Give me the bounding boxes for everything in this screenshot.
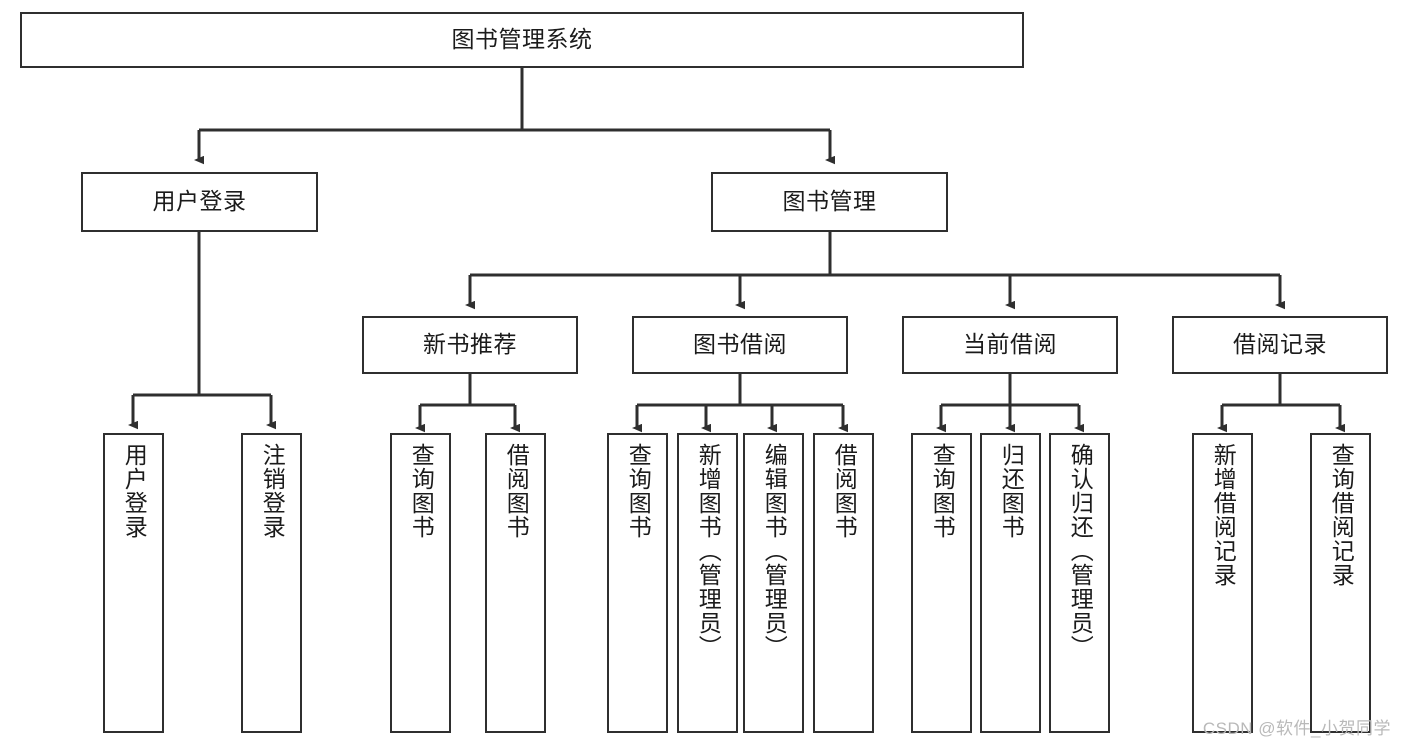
node-borrow-records[interactable]: 借阅记录 [1172,316,1388,374]
leaf-new-books-query[interactable]: 查询图书 [390,433,451,733]
leaf-current-query-book[interactable]: 查询图书 [911,433,972,733]
leaf-borrow-edit-book[interactable]: 编辑图书（管理员） [743,433,804,733]
node-root-label: 图书管理系统 [451,26,593,53]
node-book-borrow[interactable]: 图书借阅 [632,316,848,374]
leaf-records-query-label: 查询借阅记录 [1328,443,1355,587]
leaf-new-books-borrow[interactable]: 借阅图书 [485,433,546,733]
node-current-borrow-label: 当前借阅 [963,331,1057,358]
leaf-current-return-book[interactable]: 归还图书 [980,433,1041,733]
leaf-user-login-signout[interactable]: 注销登录 [241,433,302,733]
node-book-management-label: 图书管理 [782,188,877,215]
leaf-current-confirm-return[interactable]: 确认归还（管理员） [1049,433,1110,733]
leaf-records-add[interactable]: 新增借阅记录 [1192,433,1253,733]
leaf-records-add-label: 新增借阅记录 [1210,443,1237,587]
leaf-current-query-book-label: 查询图书 [929,443,956,539]
node-book-management[interactable]: 图书管理 [711,172,948,232]
leaf-borrow-add-book-label: 新增图书（管理员） [695,443,722,659]
node-user-login[interactable]: 用户登录 [81,172,318,232]
node-root[interactable]: 图书管理系统 [20,12,1024,68]
leaf-borrow-borrow-book[interactable]: 借阅图书 [813,433,874,733]
leaf-current-confirm-return-label: 确认归还（管理员） [1067,443,1094,659]
leaf-user-login-signin[interactable]: 用户登录 [103,433,164,733]
leaf-borrow-borrow-book-label: 借阅图书 [831,443,858,539]
node-new-book-recommend-label: 新书推荐 [423,331,517,358]
node-user-login-label: 用户登录 [152,188,247,215]
leaf-new-books-query-label: 查询图书 [408,443,435,539]
leaf-current-return-book-label: 归还图书 [998,443,1025,539]
leaf-user-login-signin-label: 用户登录 [121,443,148,539]
node-book-borrow-label: 图书借阅 [693,331,787,358]
leaf-records-query[interactable]: 查询借阅记录 [1310,433,1371,733]
leaf-new-books-borrow-label: 借阅图书 [503,443,530,539]
node-new-book-recommend[interactable]: 新书推荐 [362,316,578,374]
leaf-borrow-add-book[interactable]: 新增图书（管理员） [677,433,738,733]
csdn-watermark: CSDN @软件_小贺同学 [1202,719,1391,738]
leaf-user-login-signout-label: 注销登录 [259,443,286,539]
node-current-borrow[interactable]: 当前借阅 [902,316,1118,374]
leaf-borrow-query-book-label: 查询图书 [625,443,652,539]
leaf-borrow-query-book[interactable]: 查询图书 [607,433,668,733]
node-borrow-records-label: 借阅记录 [1233,331,1327,358]
leaf-borrow-edit-book-label: 编辑图书（管理员） [761,443,788,659]
